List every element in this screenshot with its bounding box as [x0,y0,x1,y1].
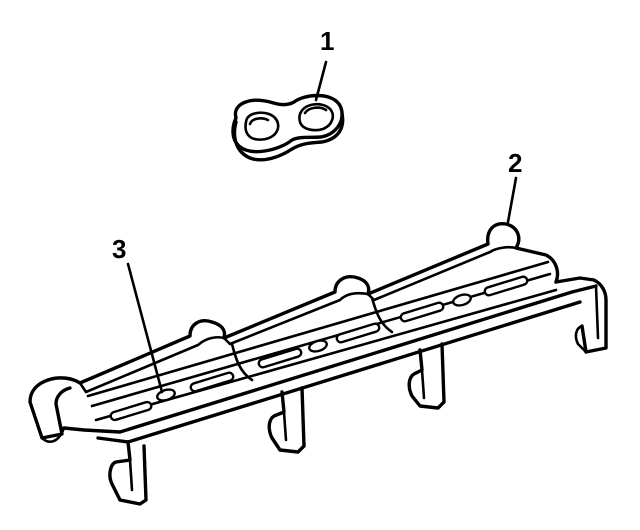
rail-hook-1 [108,440,148,506]
rail-slot-5 [399,301,445,323]
gasket-outer-outline [231,93,344,154]
rail-front-edge [62,284,598,434]
rail-bracket-part-2 [28,222,608,506]
gasket-hole-left [244,111,280,141]
gasket-part-1 [231,93,345,162]
callout-label-2: 2 [508,148,522,178]
rail-back-edge [46,222,560,385]
leader-line-3 [126,262,164,394]
rail-back-inner [78,245,518,394]
gasket-edge [232,112,345,162]
rail-hole-1 [156,388,176,402]
rail-divider-1 [230,342,254,382]
rail-hook-3 [407,342,446,410]
rail-right-end [554,276,608,354]
rail-hook-2 [267,386,306,454]
rail-slot-1 [109,400,153,422]
callout-label-1: 1 [320,26,334,56]
rail-divider-2 [370,296,394,334]
rail-slot-2 [189,371,235,393]
rail-hole-2 [308,339,328,353]
leader-line-1 [314,60,328,102]
callout-label-3: 3 [112,234,126,264]
leader-line-2 [506,176,518,224]
rail-left-end [28,378,72,440]
rail-slot-4 [335,322,381,344]
gasket-hole-right [298,102,335,132]
rail-channel-upper [86,260,550,398]
rail-slot-6 [483,275,529,297]
rail-hole-3 [452,293,472,307]
rail-slot-3 [257,347,303,369]
